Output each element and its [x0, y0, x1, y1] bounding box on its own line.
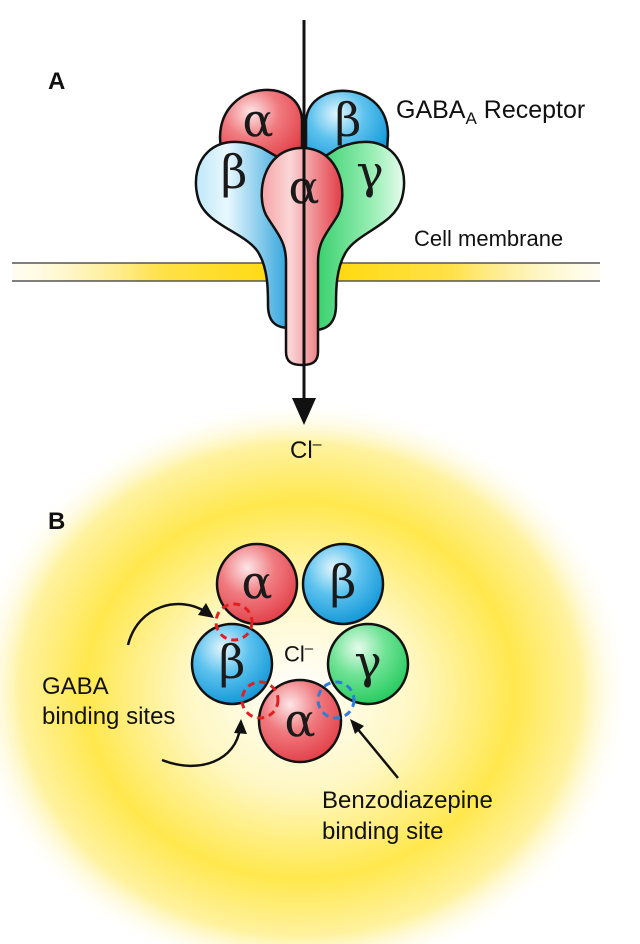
panel-b-ion-symbol: Cl	[284, 641, 305, 667]
panel-a-ion-charge: –	[312, 436, 322, 453]
panel-a-label: A	[48, 68, 66, 95]
gaba-lower-pointer-arrow	[161, 727, 242, 768]
front-gamma-symbol: γ	[356, 145, 384, 199]
gaba-sites-label: GABA binding sites	[42, 672, 175, 732]
subunit-mid-right-gamma: γ	[326, 622, 410, 706]
top-right-beta-symbol: β	[330, 555, 357, 609]
subunit-top-left-alpha: α	[215, 542, 299, 626]
benzodiazepine-label-line1: Benzodiazepine	[322, 787, 493, 814]
mid-left-beta-symbol: β	[219, 635, 246, 689]
subunit-bottom-alpha: α	[257, 678, 343, 764]
ion-flow-arrowhead	[292, 398, 316, 425]
gaba-lower-pointer-arrowhead	[234, 719, 247, 734]
gaba-sites-label-line2: binding sites	[42, 703, 176, 730]
panel-b-ion-charge: –	[304, 640, 314, 657]
cytoplasm-glow	[0, 400, 630, 944]
benzo-pointer-arrowhead	[350, 719, 364, 734]
gaba-sites-label-line1: GABA	[42, 673, 109, 700]
panel-a-ion-label: Cl–	[290, 436, 322, 465]
panel-b-label: B	[48, 508, 66, 535]
gaba-site-lower	[240, 680, 280, 720]
panel-b-ion-label: Cl–	[284, 640, 313, 667]
front-beta-symbol: β	[221, 145, 248, 199]
gaba-upper-pointer-arrow	[126, 602, 207, 646]
receptor-subscript: A	[465, 109, 477, 128]
subunit-top-right-beta: β	[301, 542, 385, 626]
subunit-mid-left-beta: β	[190, 622, 274, 706]
benzodiazepine-site	[316, 680, 356, 720]
gaba-upper-pointer-arrowhead	[198, 603, 214, 618]
benzo-pointer-arrow	[355, 726, 399, 779]
gaba-site-upper	[214, 602, 254, 642]
bottom-alpha-symbol: α	[284, 693, 315, 747]
back-beta-symbol: β	[335, 93, 362, 147]
panel-a-ion-symbol: Cl	[290, 437, 313, 464]
back-alpha-symbol: α	[242, 93, 273, 147]
receptor-name: GABA	[396, 96, 466, 124]
benzodiazepine-label-line2: binding site	[322, 818, 444, 845]
membrane-label: Cell membrane	[414, 226, 564, 251]
receptor-suffix: Receptor	[483, 96, 586, 124]
benzodiazepine-label: Benzodiazepine binding site	[322, 785, 493, 847]
receptor-title: GABAA Receptor	[396, 96, 585, 129]
mid-right-gamma-symbol: γ	[354, 635, 382, 689]
top-left-alpha-symbol: α	[241, 555, 272, 609]
